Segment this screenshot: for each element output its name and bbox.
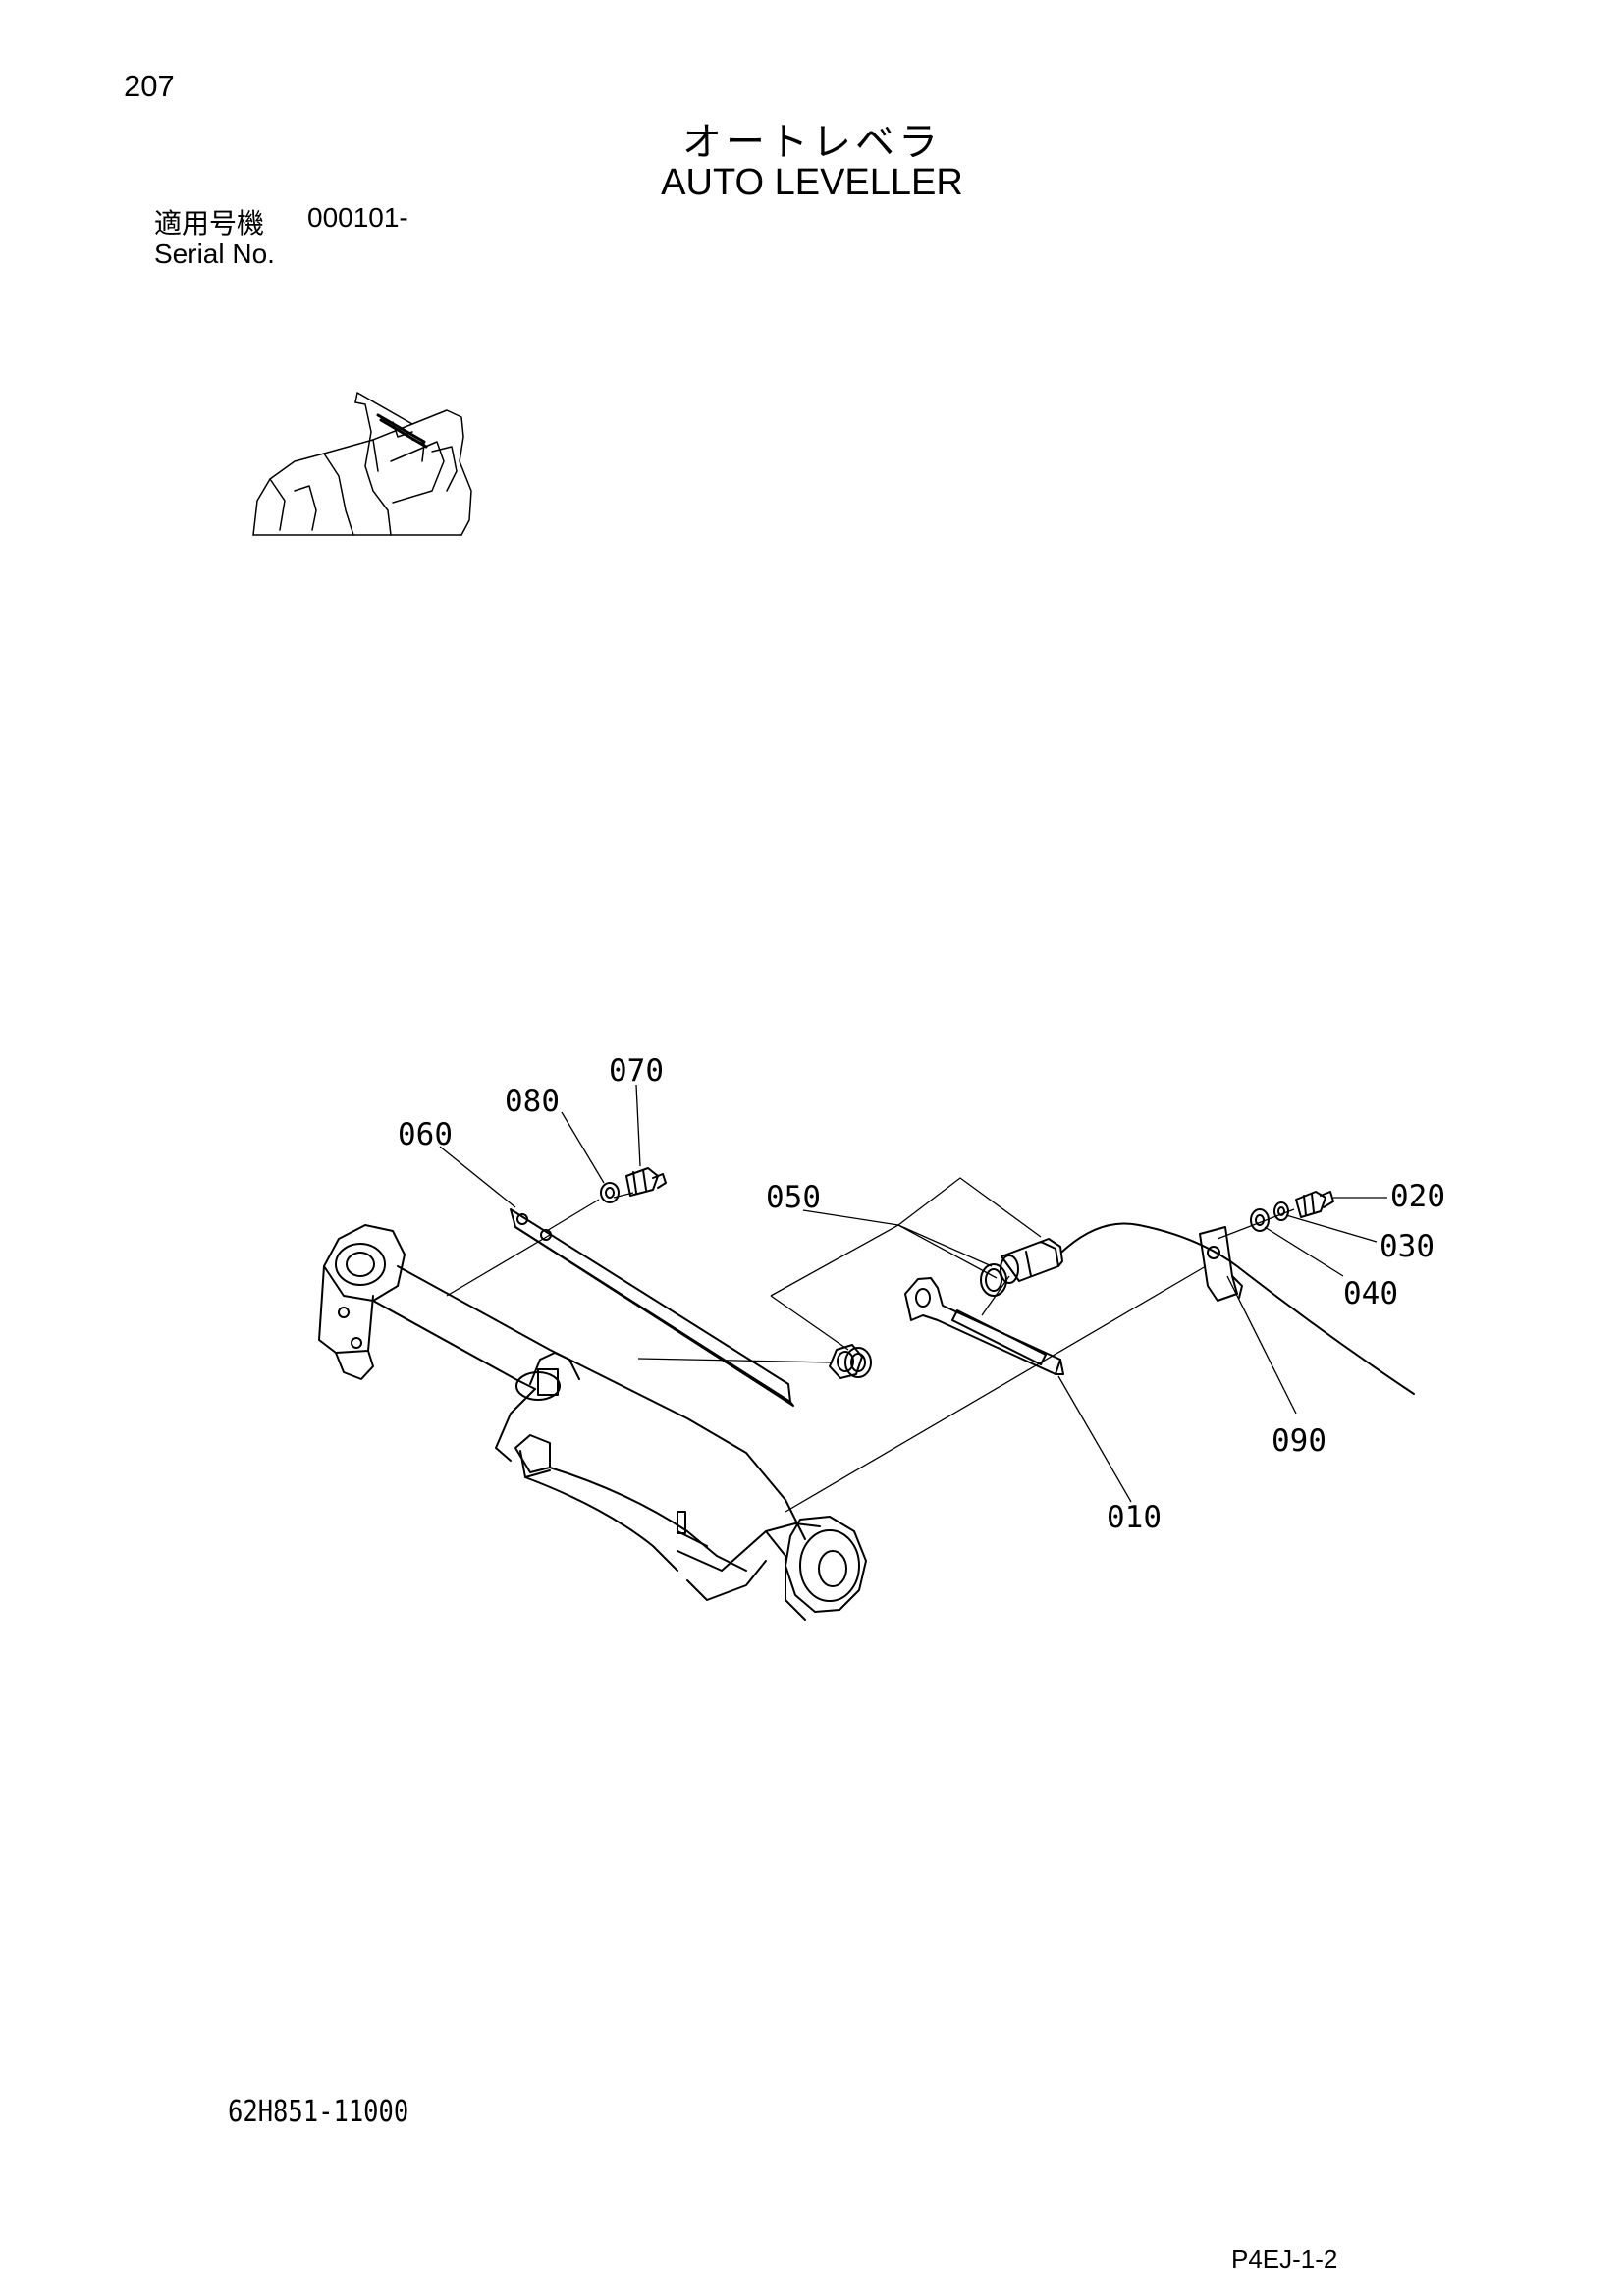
part-080-washer — [600, 1182, 620, 1203]
callout-080: 080 — [505, 1084, 560, 1119]
callout-070: 070 — [609, 1053, 664, 1089]
serial-label-japanese: 適用号機 — [154, 207, 265, 240]
callout-010: 010 — [1107, 1500, 1162, 1535]
page-number: 207 — [124, 69, 175, 103]
callout-030: 030 — [1380, 1229, 1435, 1264]
part-code: 62H851-11000 — [228, 2095, 409, 2129]
machine-location-thumbnail — [252, 392, 472, 536]
part-060-plate — [510, 1208, 794, 1407]
part-090-bracket — [1199, 1226, 1243, 1302]
serial-label: Serial No. — [154, 239, 275, 269]
leveller-cylinder-assembly — [318, 1224, 867, 1621]
callout-090: 090 — [1272, 1423, 1326, 1459]
part-010-bracket — [904, 1277, 1064, 1375]
part-070-bolt — [625, 1167, 667, 1197]
part-030-washer — [1273, 1201, 1289, 1221]
proximity-sensor — [1000, 1222, 1415, 1395]
part-020-bolt — [1295, 1191, 1334, 1218]
part-040-washer — [1250, 1208, 1270, 1232]
callout-040: 040 — [1343, 1276, 1398, 1311]
page-title: AUTO LEVELLER — [661, 162, 963, 203]
assembly-guide-lines — [439, 1084, 1387, 1513]
callout-050: 050 — [766, 1180, 821, 1215]
page-reference: P4EJ-1-2 — [1231, 2244, 1338, 2273]
serial-range: 000101- — [307, 202, 408, 233]
callout-020: 020 — [1390, 1179, 1445, 1214]
callout-060: 060 — [398, 1117, 453, 1152]
page-title-japanese: オートレベラ — [682, 120, 942, 165]
